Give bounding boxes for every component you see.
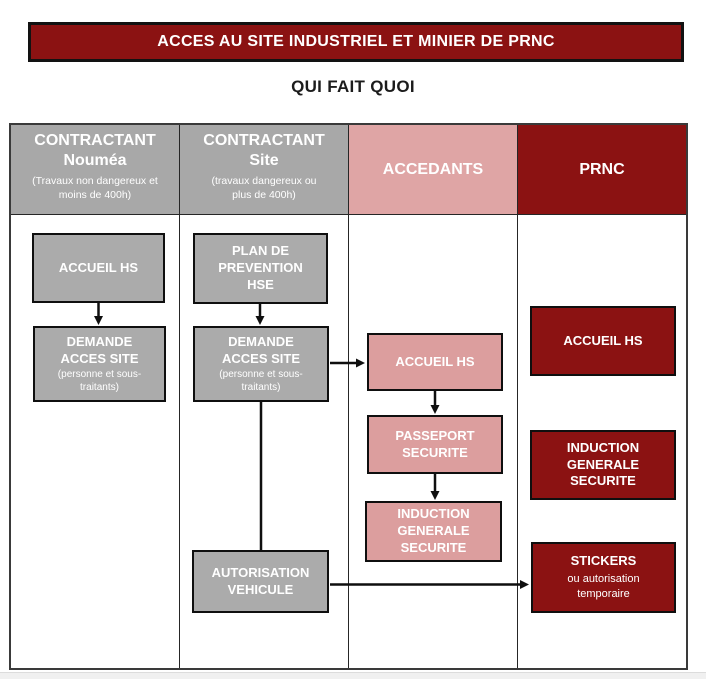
box-label: DEMANDE ACCES SITE (221, 333, 300, 366)
box-accueil-hs-prnc: ACCUEIL HS (530, 306, 676, 376)
bottom-edge-strip (0, 672, 706, 679)
box-passeport-securite: PASSEPORT SECURITE (367, 415, 503, 474)
column-title: PRNC (579, 160, 625, 178)
box-label: AUTORISATION VEHICULE (211, 564, 310, 597)
box-label: ACCUEIL HS (58, 259, 139, 275)
column-header-contractant-noumea: CONTRACTANT Nouméa (Travaux non dangereu… (11, 125, 180, 215)
box-note: (personne et sous- traitants) (57, 369, 142, 394)
column-name: Nouméa (63, 152, 127, 169)
box-induction-generale-accedants: INDUCTION GENERALE SECURITE (365, 501, 502, 562)
box-label: ACCUEIL HS (563, 332, 643, 348)
column-name: Site (249, 152, 279, 169)
box-accueil-hs-accedants: ACCUEIL HS (367, 333, 503, 391)
column-title: CONTRACTANT (34, 132, 156, 149)
column-title: ACCEDANTS (382, 160, 484, 178)
box-label: DEMANDE ACCES SITE (60, 333, 139, 366)
column-header-accedants: ACCEDANTS (349, 125, 518, 215)
box-demande-acces-site-noumea: DEMANDE ACCES SITE (personne et sous- tr… (33, 326, 166, 402)
box-label: PASSEPORT SECURITE (395, 427, 475, 460)
box-plan-prevention-hse: PLAN DE PREVENTION HSE (193, 233, 328, 304)
title-banner: ACCES AU SITE INDUSTRIEL ET MINIER DE PR… (28, 22, 684, 62)
box-label: ACCUEIL HS (395, 353, 475, 369)
column-note: (travaux dangereux ou plus de 400h) (211, 175, 317, 202)
box-note: (personne et sous- traitants) (219, 369, 303, 394)
box-induction-generale-prnc: INDUCTION GENERALE SECURITE (530, 430, 676, 500)
box-note: ou autorisation temporaire (567, 573, 640, 600)
box-stickers: STICKERS ou autorisation temporaire (531, 542, 676, 613)
box-autorisation-vehicule: AUTORISATION VEHICULE (192, 550, 329, 613)
column-title: CONTRACTANT (203, 132, 325, 149)
box-label: INDUCTION GENERALE SECURITE (566, 439, 640, 489)
box-label: PLAN DE PREVENTION HSE (218, 243, 303, 292)
column-header-contractant-site: CONTRACTANT Site (travaux dangereux ou p… (180, 125, 349, 215)
page-subtitle: QUI FAIT QUOI (291, 77, 415, 96)
box-demande-acces-site-site: DEMANDE ACCES SITE (personne et sous- tr… (193, 326, 329, 402)
column-header-prnc: PRNC (518, 125, 686, 215)
column-note: (Travaux non dangereux et moins de 400h) (32, 175, 158, 202)
box-label: STICKERS (570, 553, 637, 569)
box-label: INDUCTION GENERALE SECURITE (397, 506, 470, 555)
page-title: ACCES AU SITE INDUSTRIEL ET MINIER DE PR… (157, 33, 555, 50)
box-accueil-hs-noumea: ACCUEIL HS (32, 233, 165, 303)
header-row: CONTRACTANT Nouméa (Travaux non dangereu… (11, 125, 686, 215)
